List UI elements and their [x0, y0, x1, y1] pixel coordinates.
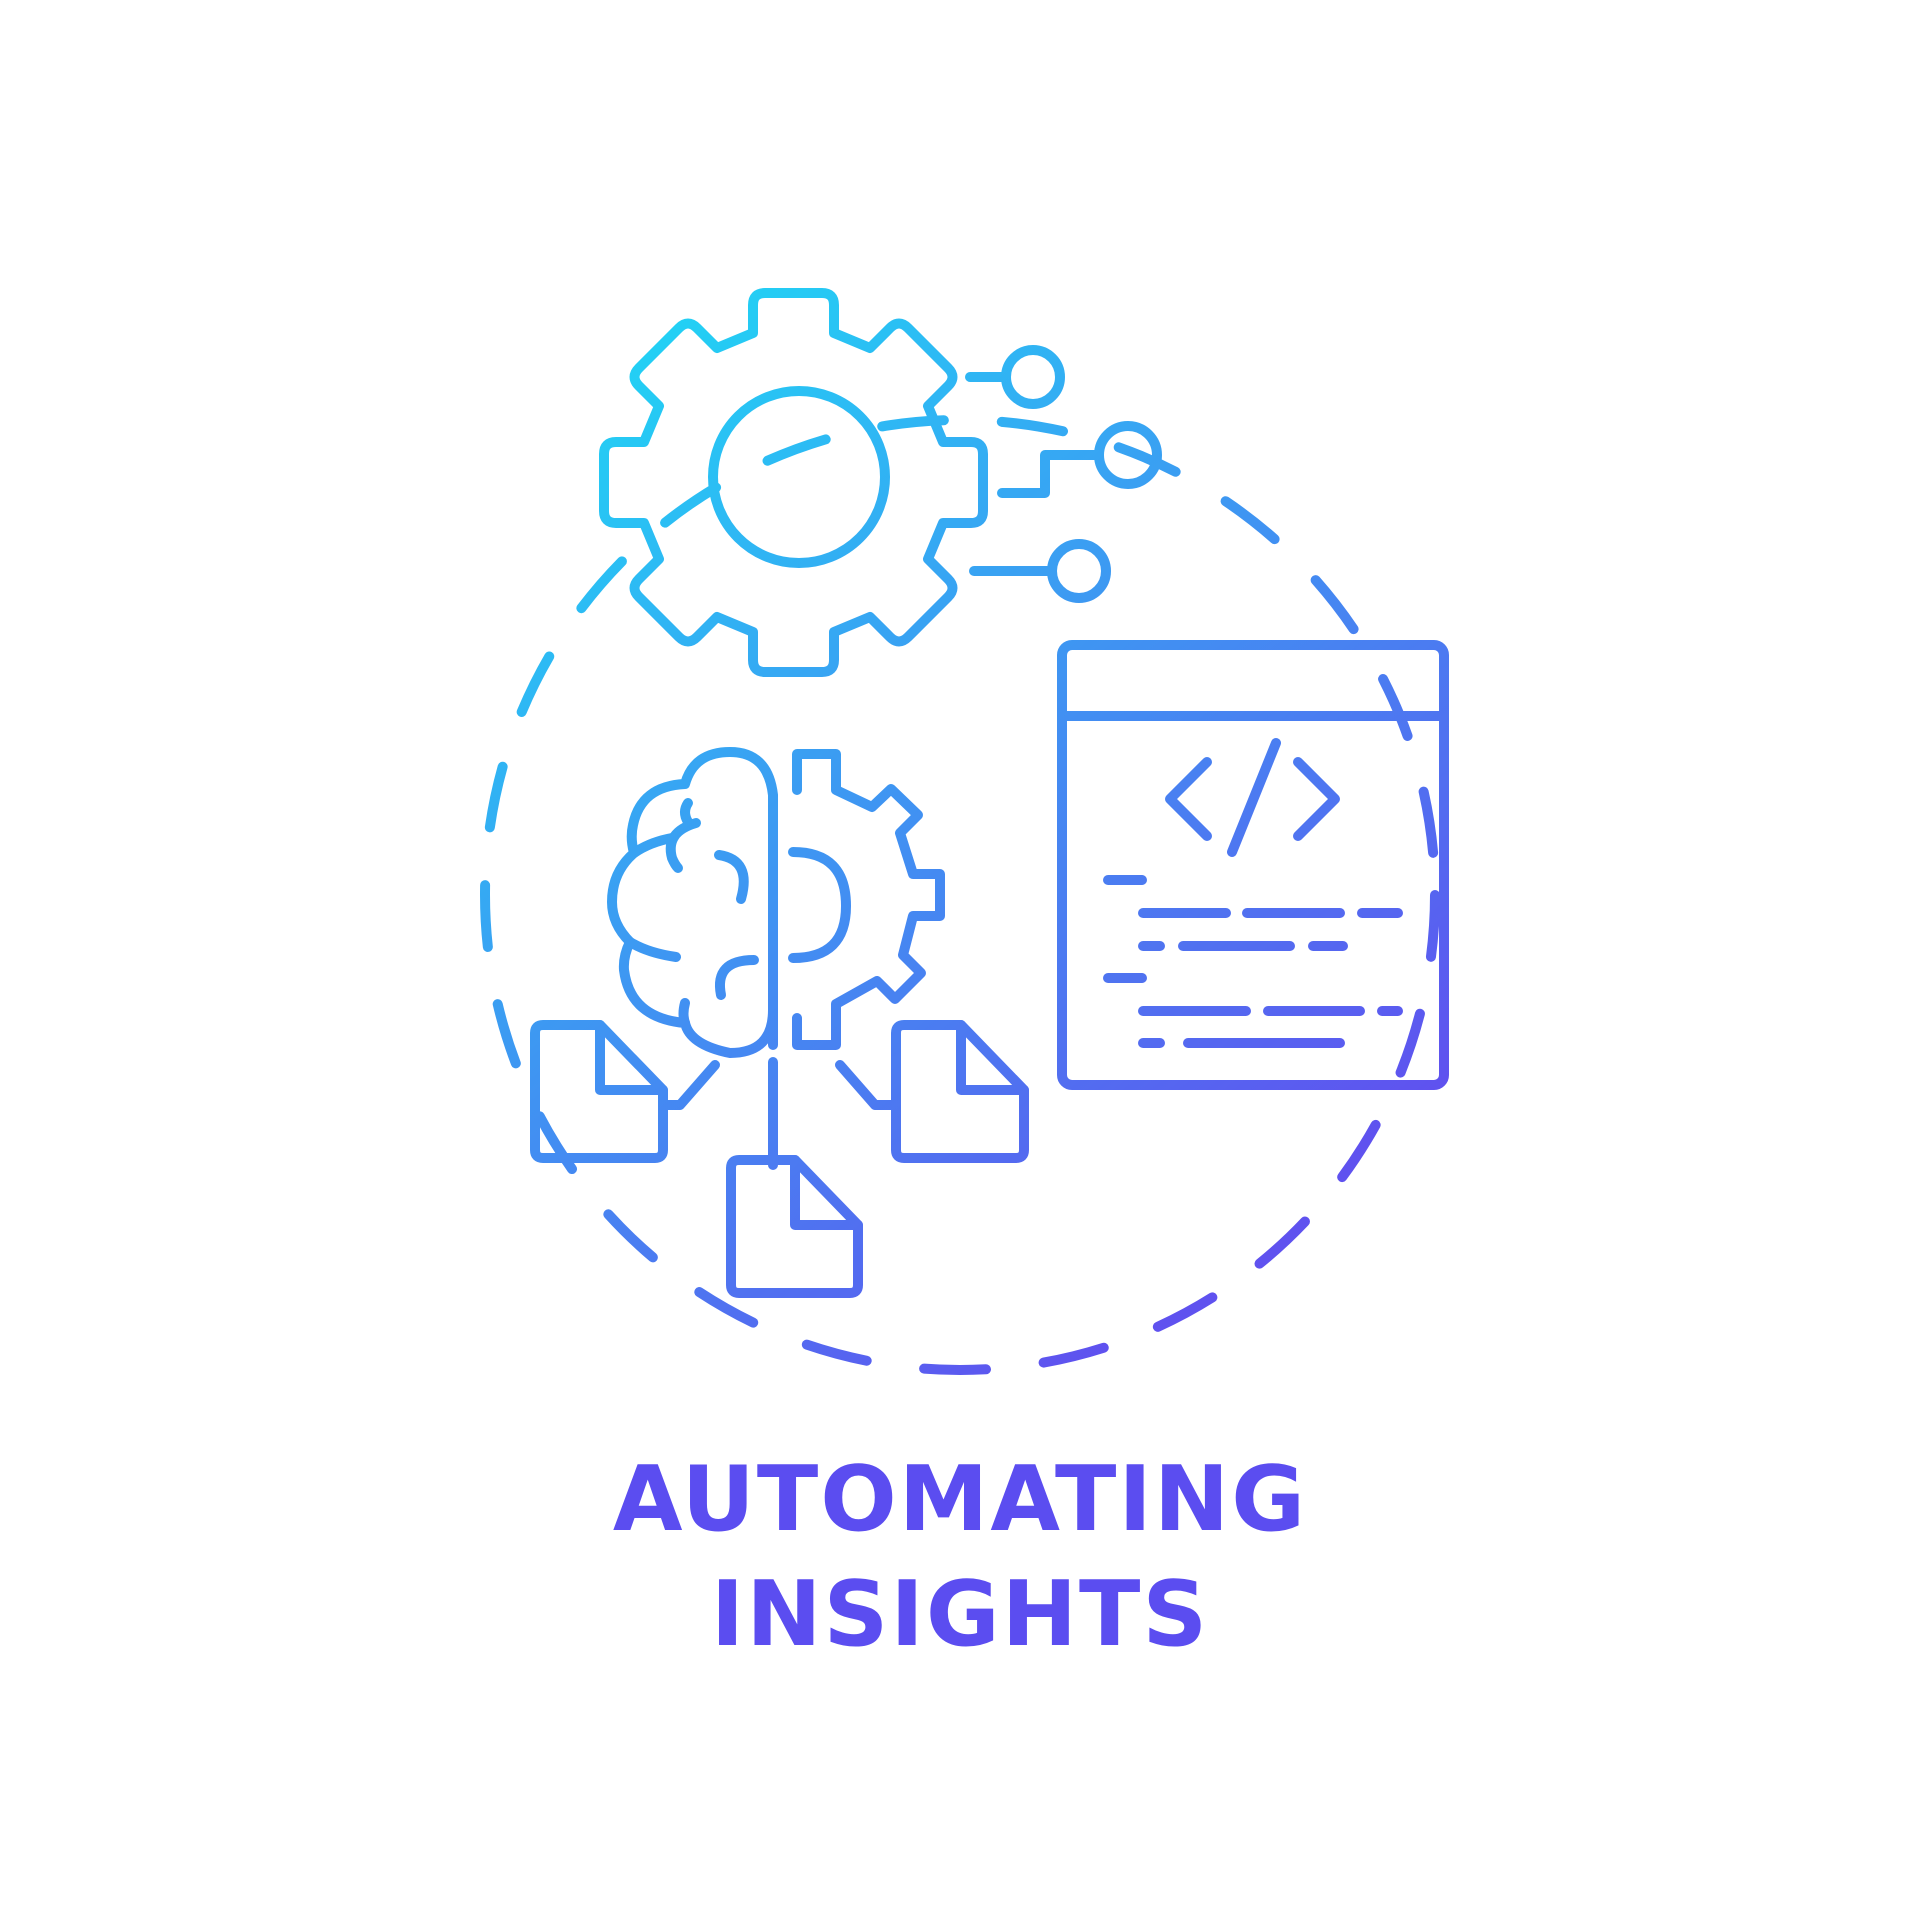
circuit-connector-icon — [965, 345, 1162, 603]
document-icon-center — [726, 1155, 863, 1298]
gear-icon — [599, 288, 988, 677]
dashed-orbit-circle — [480, 415, 1440, 1375]
brain-gear-icon — [607, 747, 945, 1170]
document-icon-left — [530, 1020, 668, 1163]
caption-line-2: INSIGHTS — [710, 1562, 1210, 1667]
caption-line-1: AUTOMATING — [612, 1447, 1308, 1552]
document-icon-right — [891, 1020, 1029, 1163]
code-window-icon — [1057, 640, 1449, 1090]
